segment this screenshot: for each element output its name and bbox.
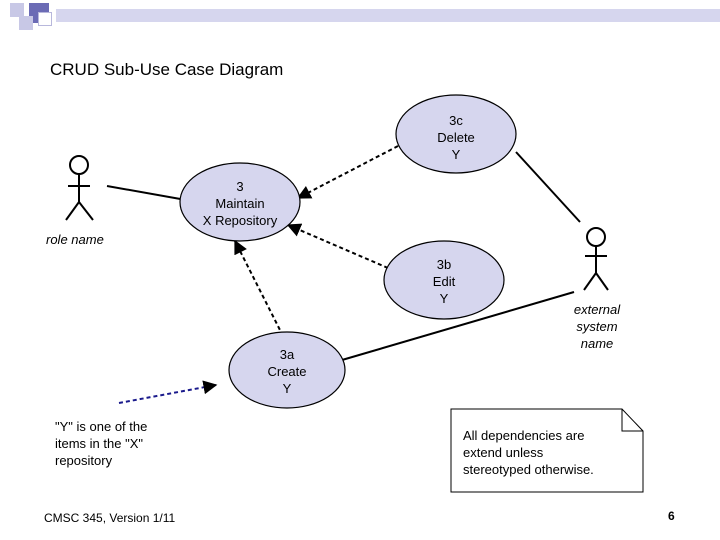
extend-delete-arrow	[296, 145, 399, 199]
usecase-create-ellipse	[228, 331, 346, 409]
association-external-delete	[515, 151, 581, 223]
note-link-arrow	[118, 380, 218, 404]
footer-text: CMSC 345, Version 1/11	[44, 511, 176, 525]
note-fold	[621, 409, 643, 432]
header-square-outline	[38, 12, 52, 26]
page-number: 6	[668, 509, 675, 523]
header-square-light	[10, 3, 24, 17]
association-role-maintain	[106, 185, 187, 201]
extend-edit-arrow	[286, 223, 389, 269]
usecase-edit-ellipse	[383, 240, 505, 320]
note-box	[450, 408, 644, 493]
extend-create-arrow	[234, 239, 284, 337]
usecase-delete-ellipse	[395, 94, 517, 174]
page-title: CRUD Sub-Use Case Diagram	[50, 60, 284, 79]
actor-role-label: role name	[46, 232, 104, 247]
header-square-light	[19, 16, 33, 30]
actor-external-icon	[583, 227, 609, 291]
actor-role-icon	[65, 155, 94, 221]
header-accent-bar	[56, 9, 720, 22]
association-external-create	[341, 291, 575, 361]
usecase-maintain-ellipse	[179, 162, 301, 242]
